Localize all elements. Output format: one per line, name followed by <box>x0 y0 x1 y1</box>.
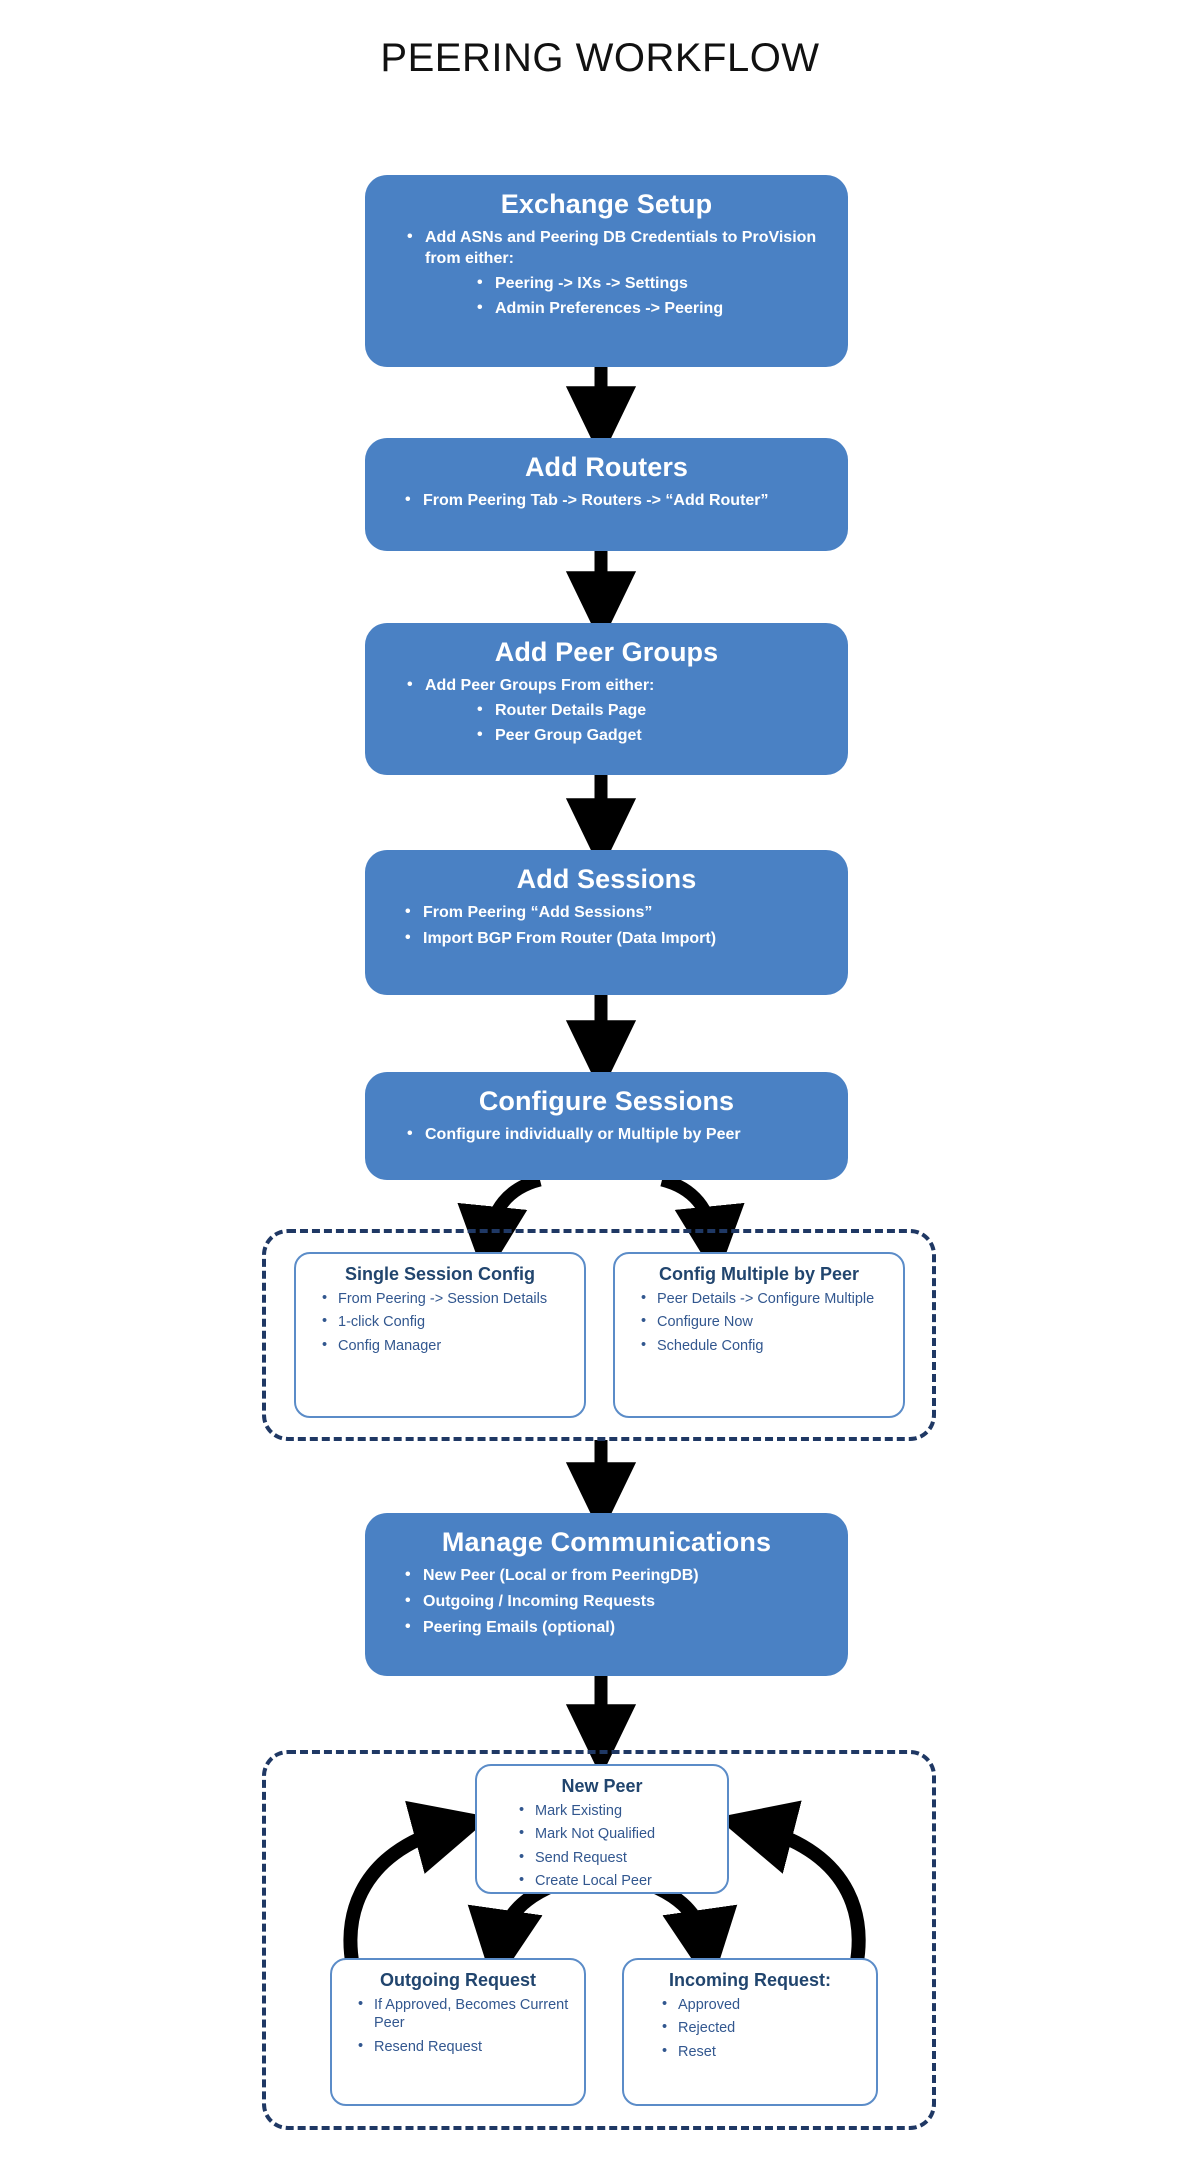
list-item: Peer Group Gadget <box>471 724 834 746</box>
list-item: Peering Emails (optional) <box>399 1616 834 1638</box>
stage-title: Configure Sessions <box>478 1086 735 1116</box>
box-incoming-request[interactable]: Incoming Request: Approved Rejected Rese… <box>622 1958 878 2106</box>
list-item: Configure Now <box>637 1312 893 1332</box>
list-item: Admin Preferences -> Peering <box>471 297 834 319</box>
list-item: Add Peer Groups From either: <box>401 674 834 696</box>
stage-bullet-list: Add Peer Groups From either: <box>401 674 834 696</box>
config-methods-group <box>262 1229 936 1441</box>
list-item: Send Request <box>515 1848 717 1868</box>
box-title: Single Session Config <box>344 1264 536 1284</box>
stage-add-sessions[interactable]: Add Sessions From Peering “Add Sessions”… <box>365 850 848 995</box>
stage-bullet-list: From Peering “Add Sessions” Import BGP F… <box>399 901 834 949</box>
box-bullet-list: Approved Rejected Reset <box>634 1995 866 2062</box>
list-item: Add ASNs and Peering DB Credentials to P… <box>401 226 834 269</box>
list-item: Create Local Peer <box>515 1871 717 1891</box>
stage-manage-communications[interactable]: Manage Communications New Peer (Local or… <box>365 1513 848 1676</box>
stage-title: Add Peer Groups <box>494 637 719 667</box>
communications-cycle-group <box>262 1750 936 2130</box>
stage-subbullet-list: Router Details Page Peer Group Gadget <box>471 699 834 746</box>
stage-bullet-list: Add ASNs and Peering DB Credentials to P… <box>401 226 834 269</box>
box-bullet-list: Peer Details -> Configure Multiple Confi… <box>625 1289 893 1356</box>
stage-subbullet-list: Peering -> IXs -> Settings Admin Prefere… <box>471 272 834 319</box>
list-item: Rejected <box>658 2018 866 2038</box>
list-item: Schedule Config <box>637 1336 893 1356</box>
list-item: Import BGP From Router (Data Import) <box>399 927 834 949</box>
box-bullet-list: From Peering -> Session Details 1-click … <box>306 1289 574 1356</box>
box-bullet-list: If Approved, Becomes Current Peer Resend… <box>342 1995 574 2057</box>
stage-bullet-list: Configure individually or Multiple by Pe… <box>401 1123 834 1145</box>
list-item: Approved <box>658 1995 866 2015</box>
stage-title: Exchange Setup <box>500 189 713 219</box>
box-outgoing-request[interactable]: Outgoing Request If Approved, Becomes Cu… <box>330 1958 586 2106</box>
box-bullet-list: Mark Existing Mark Not Qualified Send Re… <box>487 1801 717 1891</box>
box-single-session-config[interactable]: Single Session Config From Peering -> Se… <box>294 1252 586 1418</box>
box-title: Outgoing Request <box>380 1970 536 1990</box>
stage-bullet-list: New Peer (Local or from PeeringDB) Outgo… <box>399 1564 834 1638</box>
list-item: From Peering Tab -> Routers -> “Add Rout… <box>399 489 834 511</box>
list-item: Config Manager <box>318 1336 574 1356</box>
stage-bullet-list: From Peering Tab -> Routers -> “Add Rout… <box>399 489 834 511</box>
list-item: Mark Not Qualified <box>515 1824 717 1844</box>
list-item: Outgoing / Incoming Requests <box>399 1590 834 1612</box>
list-item: Resend Request <box>354 2037 574 2057</box>
stage-title: Add Sessions <box>516 864 697 894</box>
stage-configure-sessions[interactable]: Configure Sessions Configure individuall… <box>365 1072 848 1180</box>
list-item: New Peer (Local or from PeeringDB) <box>399 1564 834 1586</box>
stage-add-routers[interactable]: Add Routers From Peering Tab -> Routers … <box>365 438 848 551</box>
stage-title: Add Routers <box>524 452 689 482</box>
list-item: Peering -> IXs -> Settings <box>471 272 834 294</box>
list-item: Router Details Page <box>471 699 834 721</box>
box-config-multiple-by-peer[interactable]: Config Multiple by Peer Peer Details -> … <box>613 1252 905 1418</box>
list-item: Reset <box>658 2042 866 2062</box>
list-item: 1-click Config <box>318 1312 574 1332</box>
stage-add-peer-groups[interactable]: Add Peer Groups Add Peer Groups From eit… <box>365 623 848 775</box>
list-item: If Approved, Becomes Current Peer <box>354 1995 574 2033</box>
stage-exchange-setup[interactable]: Exchange Setup Add ASNs and Peering DB C… <box>365 175 848 367</box>
list-item: Peer Details -> Configure Multiple <box>637 1289 893 1309</box>
list-item: From Peering “Add Sessions” <box>399 901 834 923</box>
box-title: Incoming Request: <box>668 1970 831 1990</box>
stage-title: Manage Communications <box>441 1527 772 1557</box>
list-item: Configure individually or Multiple by Pe… <box>401 1123 834 1145</box>
list-item: From Peering -> Session Details <box>318 1289 574 1309</box>
box-title: New Peer <box>561 1776 643 1796</box>
page-title: PEERING WORKFLOW <box>380 36 820 80</box>
list-item: Mark Existing <box>515 1801 717 1821</box>
box-new-peer[interactable]: New Peer Mark Existing Mark Not Qualifie… <box>475 1764 729 1894</box>
box-title: Config Multiple by Peer <box>658 1264 859 1284</box>
